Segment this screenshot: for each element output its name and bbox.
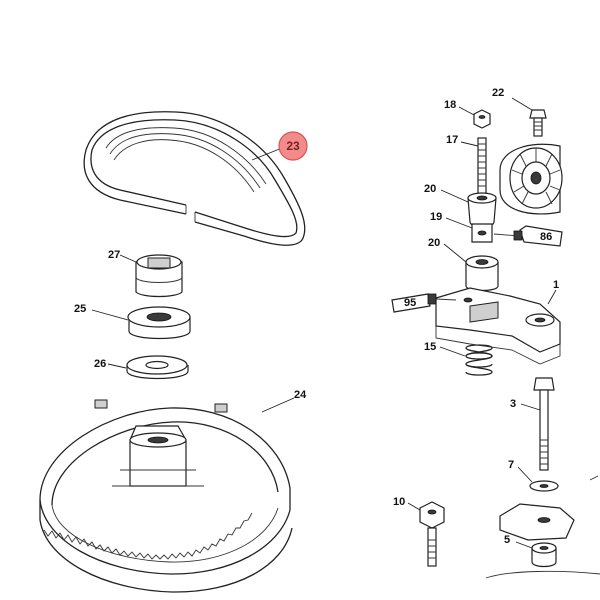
grease-tube-95[interactable]: 95	[391, 293, 457, 313]
part-27-bushing[interactable]	[135, 254, 183, 298]
tube-95-label: 95	[404, 297, 416, 309]
part-25-bearing[interactable]	[127, 306, 191, 340]
leader-line-15	[439, 346, 466, 357]
callout-15: 15	[424, 341, 436, 353]
part-18-nut[interactable]	[473, 109, 491, 129]
part-1-idler-arm[interactable]	[435, 287, 561, 365]
callout-10: 10	[393, 496, 405, 508]
leader-line-27	[119, 254, 137, 263]
callout-3: 3	[510, 398, 516, 410]
leader-line-22	[511, 97, 533, 111]
part-19-fitting[interactable]	[471, 223, 493, 243]
part-3-shoulder-bolt[interactable]	[533, 377, 555, 471]
callout-5: 5	[504, 534, 510, 546]
lower-mount-bracket[interactable]	[499, 503, 575, 541]
gear-teeth	[43, 512, 253, 560]
part-15-spring[interactable]	[465, 344, 493, 376]
callout-17: 17	[446, 134, 458, 146]
callout-1: 1	[553, 279, 559, 291]
leader-line-7	[517, 466, 533, 483]
callout-27: 27	[108, 249, 120, 261]
leader-line-20a	[440, 189, 469, 203]
part-20-upper-spacer[interactable]	[467, 192, 497, 228]
grease-tube-86[interactable]: 86	[493, 225, 563, 247]
leader-line-23	[251, 147, 283, 161]
part-10-carriage-bolt[interactable]	[419, 501, 445, 567]
callout-22: 22	[492, 87, 504, 99]
leader-line-3	[520, 403, 541, 411]
tube-86-label: 86	[540, 231, 552, 243]
drive-belt[interactable]	[83, 111, 306, 246]
leader-line-24	[261, 397, 295, 413]
callout-18: 18	[444, 99, 456, 111]
part-22-bolt[interactable]	[529, 109, 547, 137]
partial-frame-edge	[485, 475, 600, 579]
leader-line-18	[458, 106, 475, 116]
leader-line-25	[91, 309, 129, 321]
leader-line-1	[547, 289, 557, 305]
callout-20-lower: 20	[428, 237, 440, 249]
leader-line-5	[515, 541, 533, 549]
leader-line-17	[460, 141, 479, 147]
callout-23-label: 23	[286, 139, 300, 153]
idler-pulley[interactable]	[499, 143, 563, 215]
callout-19: 19	[430, 211, 442, 223]
leader-line-26	[107, 363, 127, 369]
callout-26: 26	[94, 358, 106, 370]
part-17-stud[interactable]	[477, 137, 487, 195]
leader-line-19	[445, 217, 473, 229]
part-24-ring-gear[interactable]	[39, 399, 293, 593]
part-5-spacer[interactable]	[531, 542, 557, 568]
part-7-washer[interactable]	[529, 480, 559, 492]
leader-line-10	[407, 502, 421, 511]
highlight-circle	[278, 131, 308, 161]
callout-20-upper: 20	[424, 183, 436, 195]
callout-24: 24	[294, 389, 307, 401]
callout-7: 7	[508, 459, 514, 471]
part-26-washer[interactable]	[126, 355, 189, 380]
leader-line-20b	[443, 243, 467, 263]
callout-23-highlighted[interactable]: 23	[278, 131, 308, 161]
callout-25: 25	[74, 303, 86, 315]
part-20-lower-spacer[interactable]	[465, 255, 499, 292]
